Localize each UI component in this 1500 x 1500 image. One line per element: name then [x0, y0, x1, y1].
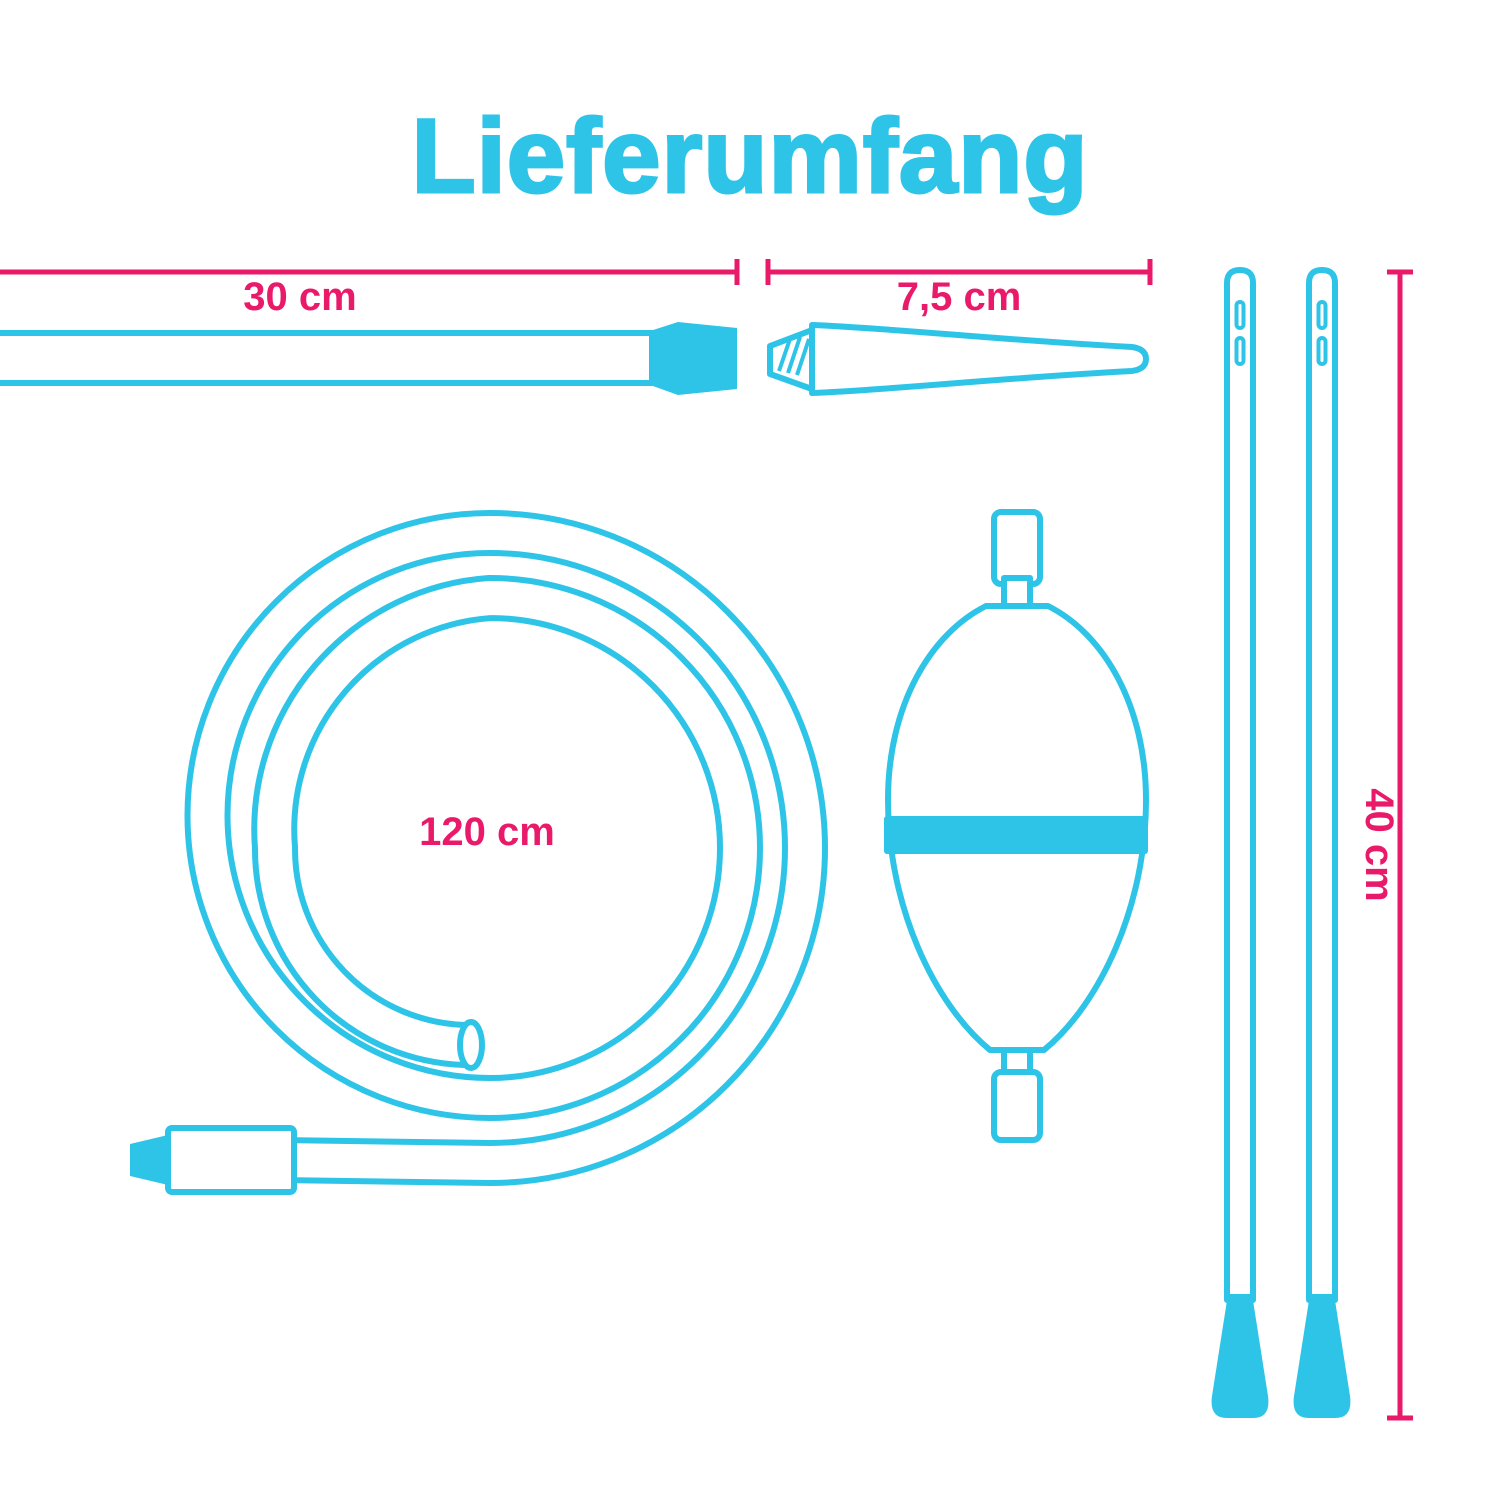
- measure-label-30cm: 30 cm: [243, 275, 356, 319]
- tube-1-funnel-tip: [1211, 1294, 1269, 1418]
- pump-top-connector: [991, 509, 1043, 587]
- tube-1-icon: [1211, 267, 1269, 1418]
- tube-coupling: [650, 322, 737, 395]
- measure-7-5cm: 7,5 cm: [765, 259, 1153, 319]
- measure-40cm: 40 cm: [1357, 269, 1413, 1421]
- measure-label-40cm: 40 cm: [1357, 788, 1401, 901]
- tube-1-eye-upper: [1234, 300, 1246, 330]
- rigid-tube-icon: [0, 322, 737, 395]
- thread-lines: [777, 335, 811, 376]
- coiled-hose-icon: 120 cm: [130, 533, 805, 1195]
- tube-2-eye-lower: [1316, 336, 1328, 366]
- tube-1-body: [1224, 267, 1256, 1303]
- tube-2-eye-upper: [1316, 300, 1328, 330]
- measure-label-7-5cm: 7,5 cm: [897, 275, 1022, 319]
- hose-open-end: [457, 1019, 485, 1071]
- tube-1-eye-lower: [1234, 336, 1246, 366]
- nozzle-body: [809, 322, 1149, 396]
- tube-2-icon: [1293, 267, 1351, 1418]
- tube-2-funnel-tip: [1293, 1294, 1351, 1418]
- measure-30cm: 30 cm: [0, 259, 740, 319]
- tube-body: [0, 330, 655, 386]
- pump-bottom-connector: [991, 1069, 1043, 1143]
- hose-end-collar: [165, 1125, 297, 1195]
- measure-label-120cm: 120 cm: [419, 810, 555, 854]
- pump-band: [884, 816, 1148, 854]
- nozzle-icon: [767, 322, 1149, 396]
- pump-bulb-icon: [884, 509, 1149, 1143]
- page-title: Lieferumfang: [411, 98, 1088, 215]
- hose-end-plug: [130, 1135, 168, 1185]
- tube-2-body: [1306, 267, 1338, 1303]
